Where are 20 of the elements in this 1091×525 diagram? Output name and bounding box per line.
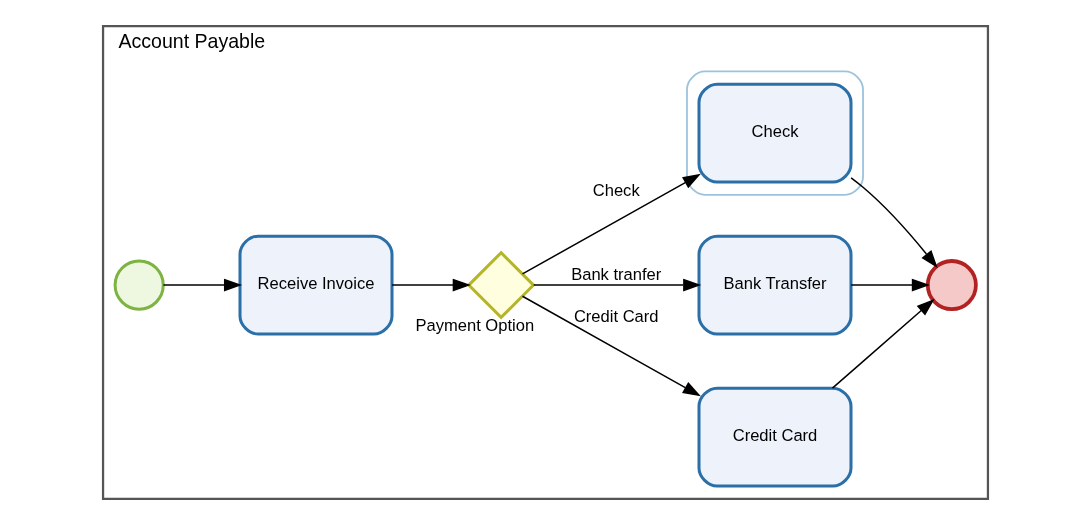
arrow (850, 278, 930, 292)
node-box: Receive Invoice (238, 234, 394, 336)
arrow (831, 298, 935, 389)
edge-label: Bank tranfer (571, 265, 662, 285)
node-diamond (466, 250, 536, 320)
arrow (850, 177, 938, 269)
node-circle (925, 259, 978, 312)
node-label: Payment Option (415, 315, 535, 335)
arrow (391, 278, 471, 292)
arrow (521, 295, 701, 397)
node-box: Check (697, 82, 853, 184)
arrow (532, 278, 702, 292)
arrow (162, 278, 243, 292)
node-box: Credit Card (697, 386, 853, 488)
node-box: Bank Transfer (697, 234, 853, 336)
edge-label: Check (592, 180, 640, 200)
arrow (521, 173, 701, 275)
edge-label: Credit Card (573, 307, 659, 327)
node-circle (113, 259, 165, 311)
cluster (686, 70, 864, 196)
